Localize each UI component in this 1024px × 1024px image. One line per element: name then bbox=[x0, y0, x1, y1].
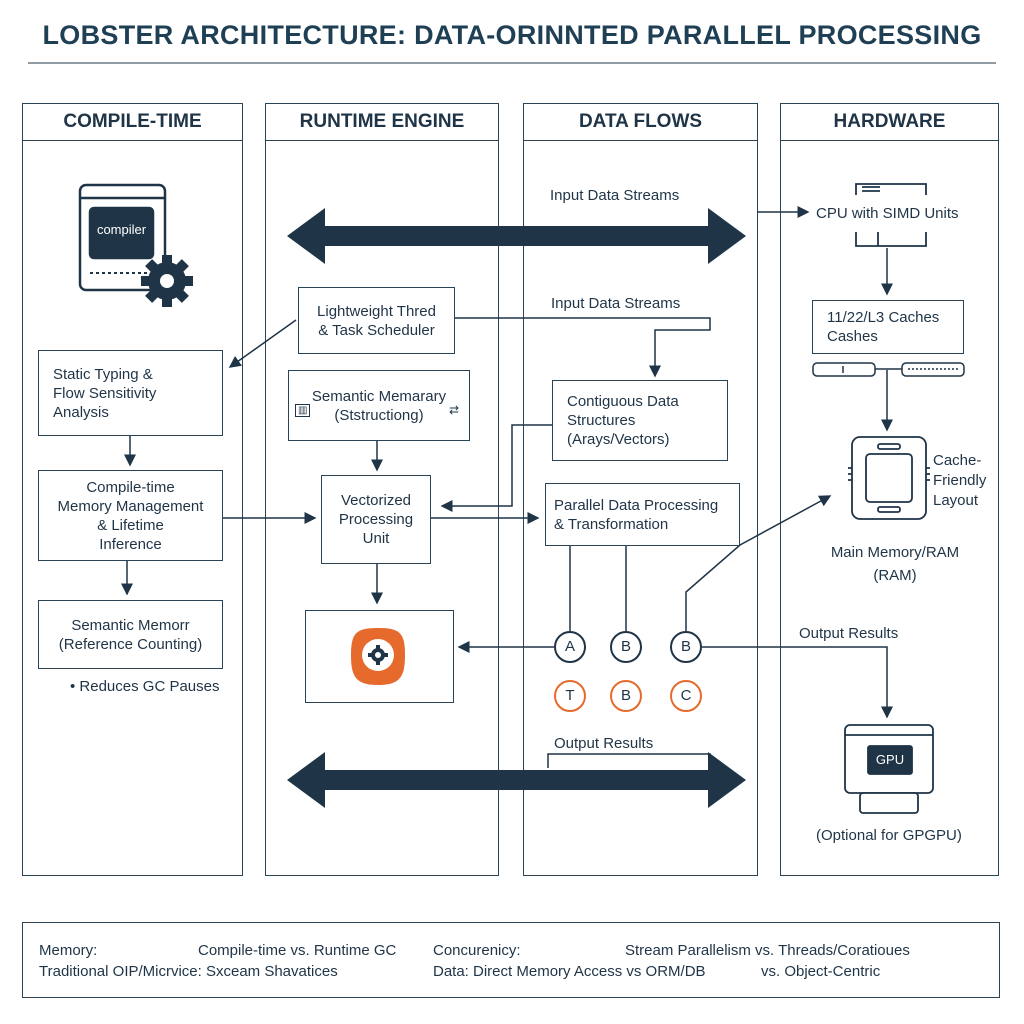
box-line: & Lifetime bbox=[97, 516, 164, 534]
column-compile-time: COMPILE-TIME bbox=[22, 103, 243, 876]
column-header: HARDWARE bbox=[781, 104, 998, 141]
main-memory-label: Main Memory/RAM (RAM) bbox=[800, 541, 990, 587]
box-line: Flow Sensitivity bbox=[53, 384, 157, 402]
column-runtime-engine: RUNTIME ENGINE bbox=[265, 103, 499, 876]
label-line: Layout bbox=[933, 492, 979, 509]
box-line: Compile-time bbox=[86, 478, 175, 496]
box-line: & Task Scheduler bbox=[318, 321, 435, 339]
diagram-title: LOBSTER ARCHITECTURE: DATA-ORINNTED PARA… bbox=[42, 20, 982, 50]
input-stream-double-arrow bbox=[287, 208, 746, 264]
contiguous-data-box: Contiguous Data Structures (Arays/Vector… bbox=[552, 380, 728, 461]
column-header: COMPILE-TIME bbox=[23, 104, 242, 141]
runtime-output-box bbox=[305, 610, 454, 703]
cpu-label: CPU with SIMD Units bbox=[816, 205, 959, 222]
box-line: Unit bbox=[362, 530, 390, 547]
legend-data: Data: Direct Memory Access vs ORM/DB bbox=[433, 963, 706, 980]
box-line: Vectorized bbox=[340, 492, 412, 509]
compiler-monitor-icon bbox=[78, 183, 167, 292]
compiler-label: compiler bbox=[96, 222, 147, 237]
column-header: DATA FLOWS bbox=[524, 104, 757, 141]
node-t: T bbox=[554, 680, 586, 712]
box-line: Lightweight Thred bbox=[317, 302, 436, 320]
legend-memory-value: Compile-time vs. Runtime GC bbox=[198, 942, 397, 959]
output-results-label: Output Results bbox=[554, 735, 654, 752]
box-line: Structures bbox=[567, 412, 636, 429]
legend-memory-label: Memory: bbox=[39, 942, 98, 959]
box-line: Processing bbox=[338, 511, 414, 528]
node-b: B bbox=[610, 631, 642, 663]
gpu-label: GPU bbox=[875, 752, 905, 767]
caches-box: 11/22/L3 Caches Cashes bbox=[812, 300, 964, 354]
legend-concurrency-value: Stream Parallelism vs. Threads/Coratioue… bbox=[625, 942, 910, 959]
box-line: (Arays/Vectors) bbox=[567, 431, 670, 448]
ram-chip-icon bbox=[848, 436, 930, 520]
label-line: Cache- bbox=[933, 452, 982, 469]
box-line: Semantic Memarary bbox=[311, 387, 447, 405]
column-hardware: HARDWARE bbox=[780, 103, 999, 876]
semantic-memory-box: Semantic Memorr (Reference Counting) bbox=[38, 600, 223, 669]
box-line: Cashes bbox=[827, 328, 878, 345]
hw-output-results-label: Output Results bbox=[799, 625, 899, 642]
runtime-process-icon bbox=[351, 628, 405, 685]
box-line: Contiguous Data bbox=[567, 393, 679, 410]
memory-icon: ▥ bbox=[295, 404, 311, 417]
gc-pauses-note: • Reduces GC Pauses bbox=[70, 678, 220, 695]
legend-traditional: Traditional OIP/Micrvice: Sxceam Shavati… bbox=[39, 963, 338, 980]
cache-friendly-label: Cache- Friendly Layout bbox=[933, 451, 986, 511]
parallel-processing-box: Parallel Data Processing & Transformatio… bbox=[545, 483, 740, 546]
legend-object-centric: vs. Object-Centric bbox=[761, 963, 881, 980]
output-stream-double-arrow bbox=[287, 752, 746, 808]
box-line: Inference bbox=[99, 535, 162, 553]
box-line: & Transformation bbox=[554, 515, 669, 533]
memory-bus-icon bbox=[812, 362, 965, 377]
cpu-icon bbox=[855, 183, 927, 247]
input-streams-label: Input Data Streams bbox=[550, 187, 680, 204]
swap-arrows-icon: ⇄ bbox=[448, 403, 459, 417]
node-b-2: B bbox=[670, 631, 702, 663]
box-line: Analysis bbox=[53, 403, 109, 421]
semantic-structuring-box: Semantic Memarary (Ststructiong) ▥ ⇄ bbox=[288, 370, 470, 441]
box-line: (Reference Counting) bbox=[58, 635, 203, 653]
column-data-flows: DATA FLOWS bbox=[523, 103, 758, 876]
task-scheduler-box: Lightweight Thred & Task Scheduler bbox=[298, 287, 455, 354]
box-line: Static Typing & bbox=[53, 365, 153, 383]
node-c: C bbox=[670, 680, 702, 712]
box-line: Memory Management bbox=[57, 497, 204, 515]
node-b-orange: B bbox=[610, 680, 642, 712]
memory-management-box: Compile-time Memory Management & Lifetim… bbox=[38, 470, 223, 561]
box-line: Parallel Data Processing bbox=[554, 496, 719, 514]
label-line: (RAM) bbox=[873, 567, 917, 584]
column-header: RUNTIME ENGINE bbox=[266, 104, 498, 141]
vectorized-unit-box: Vectorized Processing Unit bbox=[321, 475, 431, 564]
gpu-monitor-icon bbox=[844, 724, 934, 814]
label-line: Friendly bbox=[933, 472, 987, 489]
box-line: 11/22/L3 Caches bbox=[827, 309, 940, 326]
label-line: Main Memory/RAM bbox=[830, 544, 960, 561]
gear-icon bbox=[141, 255, 193, 307]
static-typing-box: Static Typing & Flow Sensitivity Analysi… bbox=[38, 350, 223, 436]
box-line: Semantic Memorr bbox=[71, 616, 190, 634]
node-a: A bbox=[554, 631, 586, 663]
box-line: (Ststructiong) bbox=[334, 406, 424, 424]
gpu-note: (Optional for GPGPU) bbox=[816, 827, 962, 844]
input-streams-label-2: Input Data Streams bbox=[551, 295, 681, 312]
legend-concurrency-label: Concurenicy: bbox=[433, 942, 521, 959]
comparison-legend: Memory: Compile-time vs. Runtime GC Conc… bbox=[22, 922, 1000, 998]
